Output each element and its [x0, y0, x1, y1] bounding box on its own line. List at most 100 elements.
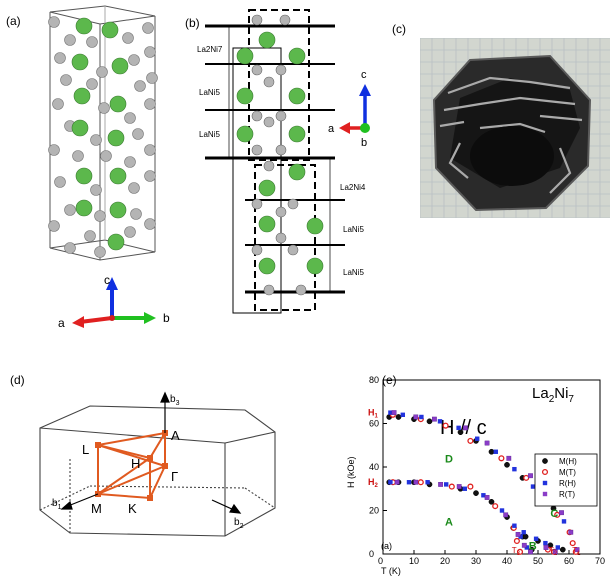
data-point-rh: [425, 480, 430, 485]
data-point-rh: [475, 436, 480, 441]
phase-label-a: A: [445, 517, 453, 529]
axis-c-label-a: c: [104, 273, 110, 287]
layer-label-bottom-2: LaNi5: [343, 225, 364, 234]
la-atom: [236, 125, 254, 143]
data-point-rt: [503, 512, 509, 518]
la-atom: [258, 215, 276, 233]
data-point-mt: [467, 483, 474, 490]
la-atom: [101, 21, 119, 39]
temp-label-t1: T1: [572, 546, 581, 557]
ni-atom: [86, 36, 98, 48]
ni-atom: [251, 110, 263, 122]
legend-marker: [542, 458, 548, 464]
la-atom: [107, 233, 125, 251]
data-point-rt: [462, 425, 468, 431]
field-label-h2: H2: [368, 477, 379, 489]
axis-a-label-b: a: [328, 123, 335, 135]
crystal-photo: [420, 38, 610, 218]
ni-atom: [64, 242, 76, 254]
ni-atom: [90, 134, 102, 146]
legend-label: M(T): [559, 468, 576, 477]
ni-atom: [251, 198, 263, 210]
data-point-rh: [530, 484, 536, 489]
ni-atom: [100, 150, 112, 162]
ni-atom: [64, 204, 76, 216]
ni-atom: [142, 22, 154, 34]
vector-b1-label: b1: [52, 498, 62, 511]
data-point-mt: [498, 455, 505, 462]
stacking-diagram-b: La2Ni7 LaNi5 LaNi5 La2Ni4 LaNi5 LaNi5 c …: [197, 9, 371, 314]
bz-point-A: A: [171, 428, 180, 443]
ni-atom: [48, 16, 60, 28]
axis-a-label-a: a: [58, 316, 65, 330]
data-point-rt: [394, 479, 400, 485]
y-tick-label: 0: [369, 549, 374, 559]
data-point-mh: [426, 418, 433, 425]
data-point-mh: [473, 490, 479, 496]
temp-label-t3: T3: [512, 546, 521, 557]
data-point-rt: [515, 532, 521, 537]
x-tick-label: 10: [409, 556, 419, 566]
axes-triad-b: c a b: [328, 69, 371, 149]
data-point-rt: [528, 549, 533, 555]
axes-triad-a: c a b: [58, 273, 170, 330]
ni-atom: [144, 218, 156, 230]
ni-atom: [144, 46, 156, 58]
legend-label: M(H): [559, 457, 577, 466]
ni-atom: [275, 232, 287, 244]
layer-label-bottom-3: LaNi5: [343, 268, 364, 277]
data-point-rt: [431, 416, 437, 422]
data-point-rh: [533, 536, 539, 541]
phase-label-d: D: [445, 454, 453, 466]
la-atom: [107, 129, 125, 147]
data-point-mh: [395, 414, 402, 420]
data-point-rh: [512, 466, 517, 472]
legend-label: R(H): [559, 479, 576, 488]
panel-label-a: (a): [6, 14, 21, 28]
chart-compound: La2Ni7: [532, 385, 574, 405]
panel-label-b: (b): [185, 16, 200, 30]
ni-atom: [144, 144, 156, 156]
data-point-rt: [391, 410, 397, 416]
ni-atom: [128, 54, 140, 66]
data-point-mt: [448, 483, 455, 490]
ni-atom: [96, 66, 108, 78]
la-atom: [306, 257, 324, 275]
ni-atom: [84, 230, 96, 242]
phase-label-b: B: [529, 541, 537, 553]
brillouin-zone: L A H Γ M K b3 b1 b2: [39, 391, 276, 537]
data-point-rh: [456, 425, 461, 431]
axis-b-label-a: b: [163, 311, 170, 325]
la-atom: [75, 199, 93, 217]
data-point-rt: [574, 547, 580, 553]
x-tick-label: 50: [533, 556, 543, 566]
data-point-rt: [559, 510, 564, 516]
la-atom: [288, 47, 306, 65]
ni-atom: [124, 156, 136, 168]
chart-xlabel: T (K): [381, 566, 401, 576]
ni-atom: [275, 206, 287, 218]
la-atom: [306, 217, 324, 235]
ni-atom: [263, 160, 275, 172]
data-point-rh: [543, 540, 548, 546]
ni-atom: [48, 220, 60, 232]
axis-c-label-b: c: [361, 69, 367, 81]
data-point-rt: [568, 529, 574, 535]
data-point-rh: [493, 449, 498, 454]
ni-atom: [124, 226, 136, 238]
la-atom: [109, 95, 127, 113]
data-point-mh: [522, 533, 529, 540]
la-atom: [75, 17, 93, 35]
ni-atom: [144, 170, 156, 182]
la-atom: [73, 87, 91, 105]
ni-atom: [130, 208, 142, 220]
data-point-mt: [492, 503, 499, 510]
vector-b2-label: b2: [234, 517, 244, 530]
ni-atom: [72, 150, 84, 162]
ni-atom: [295, 284, 307, 296]
la-atom: [71, 119, 89, 137]
data-point-rt: [543, 545, 549, 550]
legend-marker: [542, 491, 548, 497]
bz-point-M: M: [91, 501, 102, 516]
data-point-rh: [419, 414, 424, 420]
